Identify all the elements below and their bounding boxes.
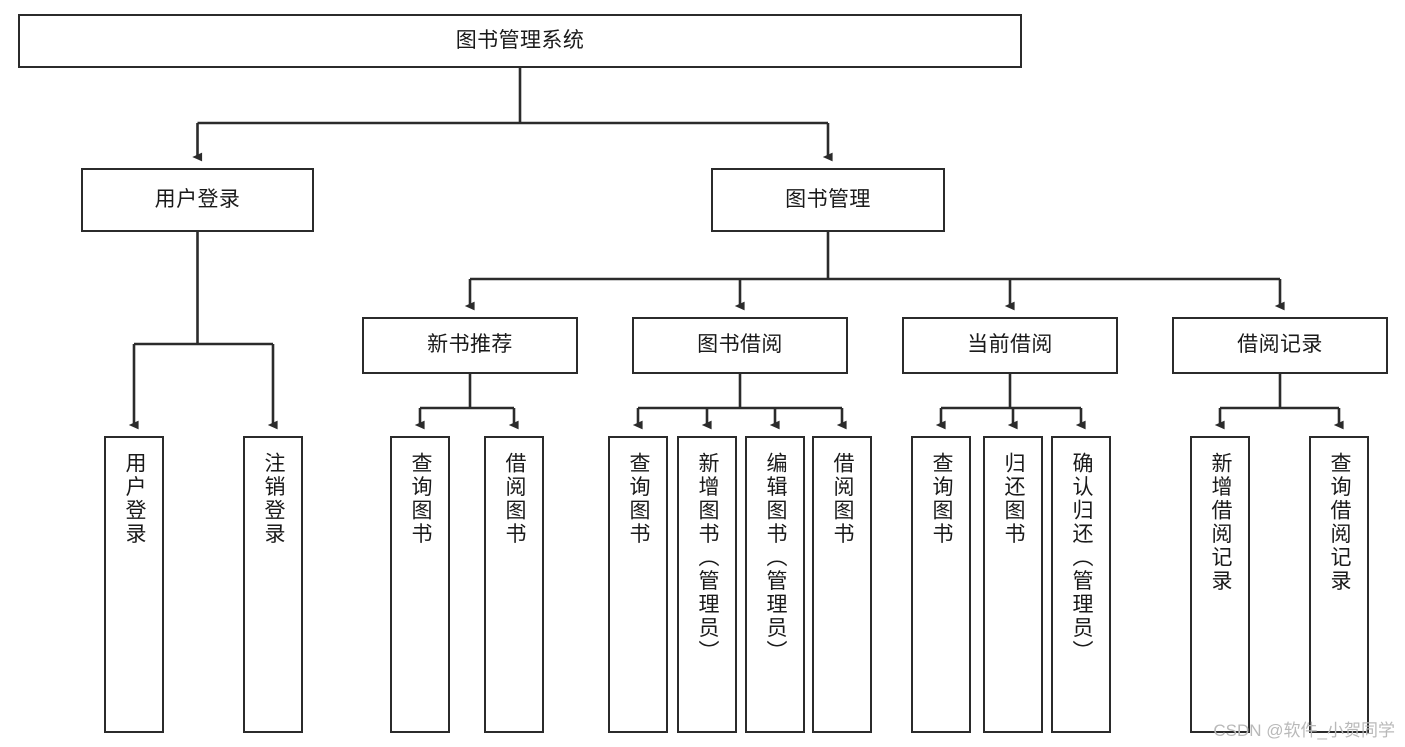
node-label: 查询图书 (409, 452, 433, 547)
node-label: 确认归还（管理员） (1070, 452, 1094, 664)
node-current-borrow[interactable]: 当前借阅 (902, 317, 1118, 374)
node-label: 借阅图书 (831, 452, 855, 547)
node-label: 注销登录 (262, 452, 286, 547)
node-label: 归还图书 (1002, 452, 1026, 547)
node-label: 借阅记录 (1237, 333, 1323, 357)
node-leaf-add-borrow-record[interactable]: 新增借阅记录 (1190, 436, 1250, 733)
node-leaf-add-book-admin[interactable]: 新增图书（管理员） (677, 436, 737, 733)
node-leaf-borrow-book-bor[interactable]: 借阅图书 (812, 436, 872, 733)
node-leaf-borrow-book-rec[interactable]: 借阅图书 (484, 436, 544, 733)
node-leaf-query-book-rec[interactable]: 查询图书 (390, 436, 450, 733)
node-label: 查询图书 (930, 452, 954, 547)
node-book-manage[interactable]: 图书管理 (711, 168, 945, 232)
node-leaf-query-borrow-record[interactable]: 查询借阅记录 (1309, 436, 1369, 733)
node-leaf-query-book-bor[interactable]: 查询图书 (608, 436, 668, 733)
node-new-book-recommend[interactable]: 新书推荐 (362, 317, 578, 374)
node-borrow-record[interactable]: 借阅记录 (1172, 317, 1388, 374)
node-leaf-confirm-return-admin[interactable]: 确认归还（管理员） (1051, 436, 1111, 733)
node-leaf-return-book[interactable]: 归还图书 (983, 436, 1043, 733)
node-label: 图书借阅 (697, 333, 783, 357)
node-label: 新书推荐 (427, 333, 513, 357)
node-label: 新增借阅记录 (1209, 452, 1233, 594)
node-label: 新增图书（管理员） (696, 452, 720, 664)
node-book-borrow[interactable]: 图书借阅 (632, 317, 848, 374)
node-leaf-user-login[interactable]: 用户登录 (104, 436, 164, 733)
node-label: 图书管理 (785, 187, 871, 211)
node-label: 图书管理系统 (455, 28, 585, 52)
node-user-login[interactable]: 用户登录 (81, 168, 314, 232)
node-label: 查询图书 (627, 452, 651, 547)
watermark: CSDN @软件_小贺同学 (1213, 721, 1395, 740)
node-label: 查询借阅记录 (1328, 452, 1352, 594)
node-label: 编辑图书（管理员） (764, 452, 788, 664)
node-label: 用户登录 (123, 452, 147, 547)
node-leaf-edit-book-admin[interactable]: 编辑图书（管理员） (745, 436, 805, 733)
node-label: 当前借阅 (967, 333, 1053, 357)
node-root[interactable]: 图书管理系统 (18, 14, 1022, 68)
node-leaf-query-book-cur[interactable]: 查询图书 (911, 436, 971, 733)
node-label: 用户登录 (154, 187, 241, 211)
node-label: 借阅图书 (503, 452, 527, 547)
node-leaf-logout[interactable]: 注销登录 (243, 436, 303, 733)
